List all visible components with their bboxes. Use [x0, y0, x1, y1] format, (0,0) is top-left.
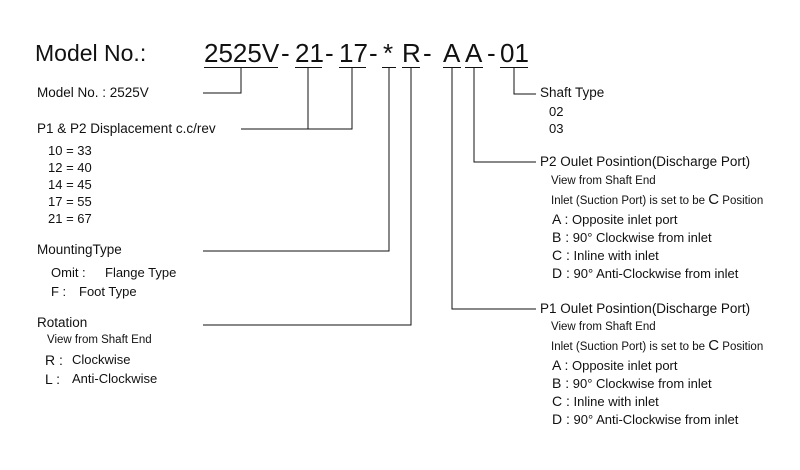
- displacement-item: 10 = 33: [48, 143, 92, 158]
- p2-item: D : 90° Anti-Clockwise from inlet: [552, 265, 739, 281]
- underline-series: [204, 67, 278, 68]
- shaft-title: Shaft Type: [540, 85, 605, 100]
- p1-item: D : 90° Anti-Clockwise from inlet: [552, 411, 739, 427]
- displacement-item: 21 = 67: [48, 211, 92, 226]
- rotation-code: L :: [45, 371, 61, 387]
- connector-rotation: [203, 68, 412, 326]
- code-mounting: *: [383, 38, 394, 68]
- p1-item: C : Inline with inlet: [552, 393, 659, 409]
- code-rotation: R: [402, 38, 421, 68]
- underline-rotation: [402, 67, 420, 68]
- connector-mounting: [203, 68, 390, 252]
- connector-displacement: [241, 68, 309, 130]
- p1-note-inlet: Inlet (Suction Port) is set to be C Posi…: [551, 337, 764, 354]
- code-p2-displacement: 17: [339, 38, 368, 68]
- underline-p2-displacement: [339, 67, 366, 68]
- connector-p1: [451, 68, 536, 310]
- displacement-title: P1 & P2 Displacement c.c/rev: [37, 121, 216, 136]
- p1-note-view: View from Shaft End: [551, 321, 656, 333]
- rotation-note: View from Shaft End: [47, 334, 152, 346]
- rotation-desc: Anti-Clockwise: [72, 371, 158, 386]
- rotation-code: R :: [45, 352, 63, 368]
- mounting-desc: Flange Type: [105, 265, 177, 280]
- p2-item: C : Inline with inlet: [552, 247, 659, 263]
- displacement-item: 12 = 40: [48, 160, 92, 175]
- code-dash-2: -: [325, 38, 334, 68]
- shaft-item: 02: [549, 104, 564, 119]
- shaft-item: 03: [549, 121, 564, 136]
- underline-mounting: [382, 67, 396, 68]
- p2-item: A : Opposite inlet port: [552, 211, 678, 227]
- code-dash-5: -: [487, 38, 496, 68]
- underline-p2-outlet: [465, 67, 483, 68]
- displacement-item: 14 = 45: [48, 177, 92, 192]
- p2-note-inlet: Inlet (Suction Port) is set to be C Posi…: [551, 191, 764, 208]
- p2-note-view: View from Shaft End: [551, 175, 656, 187]
- rotation-desc: Clockwise: [72, 352, 131, 367]
- p2-outlet-title: P2 Oulet Posintion(Discharge Port): [540, 154, 751, 169]
- code-shaft: 01: [500, 38, 529, 68]
- mounting-code: F :: [51, 284, 67, 299]
- underline-shaft: [500, 67, 528, 68]
- model-title: Model No. : 2525V: [37, 85, 149, 100]
- mounting-code: Omit :: [51, 265, 86, 280]
- connector-displacement-b: [308, 68, 353, 130]
- connector-p2: [473, 68, 536, 163]
- rotation-title: Rotation: [37, 315, 88, 330]
- code-dash-3: -: [369, 38, 378, 68]
- p1-item: B : 90° Clockwise from inlet: [552, 375, 712, 391]
- code-dash-4: -: [423, 38, 432, 68]
- p1-outlet-title: P1 Oulet Posintion(Discharge Port): [540, 301, 751, 316]
- mounting-desc: Foot Type: [79, 284, 137, 299]
- p2-item: B : 90° Clockwise from inlet: [552, 229, 712, 245]
- model-no-label: Model No.:: [35, 40, 147, 66]
- connector-shaft: [513, 68, 536, 95]
- code-p1-outlet: A: [443, 38, 461, 68]
- p1-item: A : Opposite inlet port: [552, 357, 678, 373]
- code-dash-1: -: [281, 38, 290, 68]
- code-p2-outlet: A: [465, 38, 483, 68]
- connector-model: [203, 68, 242, 94]
- code-series: 2525V: [204, 38, 280, 68]
- underline-p1-displacement: [295, 67, 322, 68]
- mounting-title: MountingType: [37, 242, 122, 257]
- code-p1-displacement: 21: [295, 38, 324, 68]
- underline-p1-outlet: [443, 67, 461, 68]
- displacement-item: 17 = 55: [48, 194, 92, 209]
